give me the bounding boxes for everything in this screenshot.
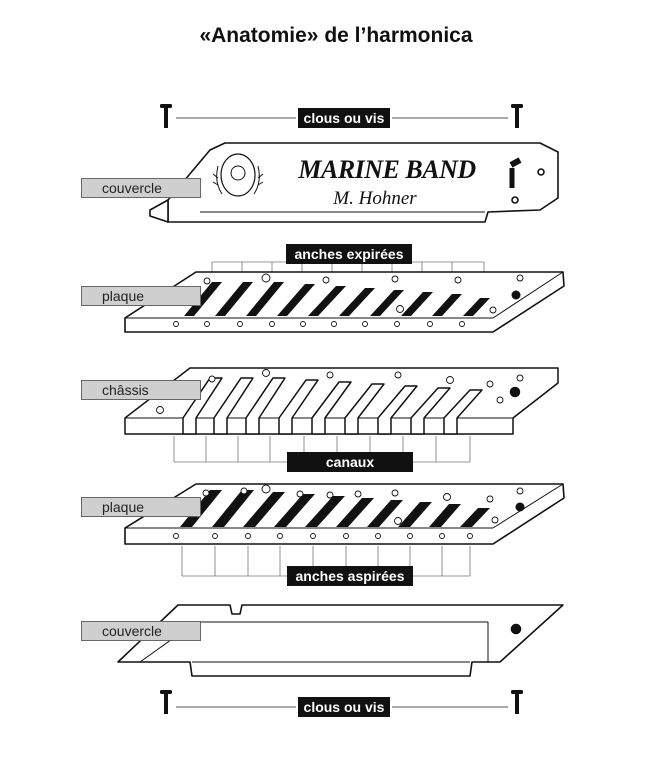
- plate-bottom-label: plaque: [81, 497, 201, 517]
- screw-left-icon: [160, 690, 172, 714]
- bottom-screws-label: clous ou vis: [298, 697, 390, 717]
- draw-reed-slots: [180, 490, 490, 527]
- top-screws: [160, 104, 523, 128]
- channels-label: canaux: [287, 452, 413, 472]
- bottom-screws: [160, 690, 523, 714]
- comb-label: châssis: [81, 380, 201, 400]
- top-screws-label: clous ou vis: [298, 108, 390, 128]
- brand-line-1: MARINE BAND: [298, 155, 476, 184]
- comb-teeth: [182, 377, 483, 435]
- cover-bottom-label: couvercle: [81, 621, 201, 641]
- plate-top-label: plaque: [81, 286, 201, 306]
- top-reed-plate: [124, 271, 565, 333]
- brand-line-2: M. Hohner: [333, 188, 417, 209]
- blow-reeds-label: anches expirées: [286, 244, 412, 264]
- screw-left-icon: [160, 104, 172, 128]
- comb: [124, 367, 559, 435]
- page-title: «Anatomie» de l’harmonica: [199, 24, 473, 47]
- screw-right-icon: [511, 690, 523, 714]
- draw-reeds-label: anches aspirées: [287, 566, 413, 586]
- bottom-reed-plate: [124, 483, 565, 545]
- blow-reed-slots: [184, 282, 490, 316]
- screw-right-icon: [511, 104, 523, 128]
- top-cover: [149, 142, 559, 223]
- bottom-cover: [117, 604, 564, 677]
- cover-top-label: couvercle: [81, 178, 201, 198]
